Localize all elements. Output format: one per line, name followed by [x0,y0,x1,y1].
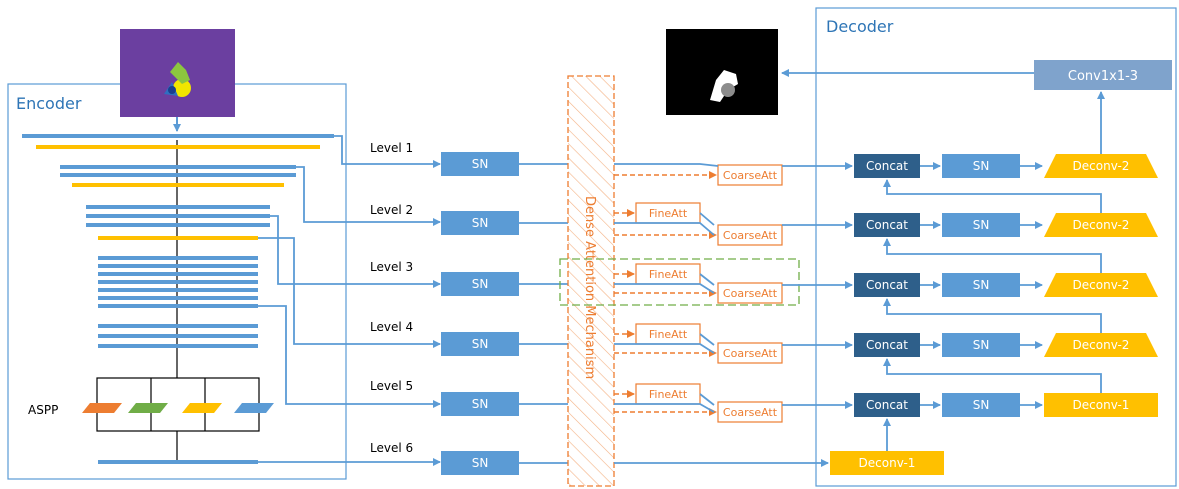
deconv-box-4 [1044,333,1158,357]
highlight-box [559,258,800,306]
concat-column [854,154,920,417]
sn-box-3 [441,272,519,296]
sn-label-5: SN [472,397,489,411]
decoder-sn-box-4 [942,333,1020,357]
decoder-sn-label-2: SN [973,218,990,232]
deconv-box-6 [830,451,944,475]
attention-arrows [614,171,717,416]
sn-box-4 [441,332,519,356]
sn-label-6: SN [472,456,489,470]
coarse-att-label-3: CoarseAtt [723,287,778,300]
coarse-att-label-5: CoarseAtt [723,406,778,419]
concat-box-3 [854,273,920,297]
fine-att-label-2: FineAtt [649,207,688,220]
deconv-label-3: Deconv-2 [1073,278,1130,292]
decoder-sn-box-3 [942,273,1020,297]
deconv-box-3 [1044,273,1158,297]
level-5-label: Level 5 [370,379,413,393]
decoder-title: Decoder [826,17,894,36]
coarse-att-box-2 [717,224,783,246]
deconv-column [830,154,1158,475]
coarse-att-column [717,164,783,423]
coarse-att-box-3 [717,282,783,304]
deconv-label-4: Deconv-2 [1073,338,1130,352]
sn-box-1 [441,152,519,176]
level-4-label: Level 4 [370,320,413,334]
coarse-att-box-1 [717,164,783,186]
coarse-att-box-4 [717,342,783,364]
sn-label-2: SN [472,216,489,230]
deconv-label-2: Deconv-2 [1073,218,1130,232]
fine-att-column [635,202,701,405]
output-mask [666,29,778,115]
level-3-label: Level 3 [370,260,413,274]
decoder-frame [815,7,1177,487]
attention-to-concat-lines [614,162,853,467]
fine-att-label-5: FineAtt [649,388,688,401]
deconv-box-2 [1044,213,1158,237]
level-6-label: Level 6 [370,441,413,455]
sn-to-attention-lines [519,163,568,464]
conv-label: Conv1x1-3 [1068,69,1138,84]
fine-att-label-3: FineAtt [649,268,688,281]
fine-att-label-4: FineAtt [649,328,688,341]
sn-box-2 [441,211,519,235]
concat-box-1 [854,154,920,178]
encoder-layers [22,134,334,464]
concat-label-5: Concat [866,398,908,412]
feedback-loops [883,91,1105,451]
dense-attention-label: Dense Attention Mechanism [582,196,597,379]
deconv-label-1: Deconv-2 [1073,159,1130,173]
concat-label-2: Concat [866,218,908,232]
level-labels: Level 1 Level 2 Level 3 Level 4 Level 5 … [370,141,413,455]
encoder-title: Encoder [16,94,82,113]
input-image [120,29,235,117]
dense-attention-column [567,75,615,487]
conv-box [1034,60,1172,90]
sn-label-1: SN [472,157,489,171]
coarse-att-label-4: CoarseAtt [723,347,778,360]
concat-label-1: Concat [866,159,908,173]
sn-label-4: SN [472,337,489,351]
encoder-connectors [258,135,441,466]
sn-box-5 [441,392,519,416]
decoder-sn-label-4: SN [973,338,990,352]
level-2-label: Level 2 [370,203,413,217]
concat-box-5 [854,393,920,417]
decoder-sn-label-5: SN [973,398,990,412]
decoder-flow-arrows [920,162,1043,409]
coarse-att-box-5 [717,401,783,423]
sn-column [441,152,519,475]
aspp-label: ASPP [28,403,58,417]
concat-box-2 [854,213,920,237]
decoder-sn-box-2 [942,213,1020,237]
coarse-att-label-1: CoarseAtt [723,169,778,182]
deconv-box-5 [1044,393,1158,417]
decoder-sn-column [942,154,1020,417]
deconv-label-6: Deconv-1 [859,456,916,470]
sn-box-6 [441,451,519,475]
concat-box-4 [854,333,920,357]
level-1-label: Level 1 [370,141,413,155]
decoder-sn-label-3: SN [973,278,990,292]
decoder-sn-box-5 [942,393,1020,417]
decoder-sn-box-1 [942,154,1020,178]
deconv-label-5: Deconv-1 [1073,398,1130,412]
sn-label-3: SN [472,277,489,291]
aspp-block [82,377,274,432]
coarse-att-label-2: CoarseAtt [723,229,778,242]
decoder-sn-label-1: SN [973,159,990,173]
concat-label-4: Concat [866,338,908,352]
deconv-box-1 [1044,154,1158,178]
concat-label-3: Concat [866,278,908,292]
